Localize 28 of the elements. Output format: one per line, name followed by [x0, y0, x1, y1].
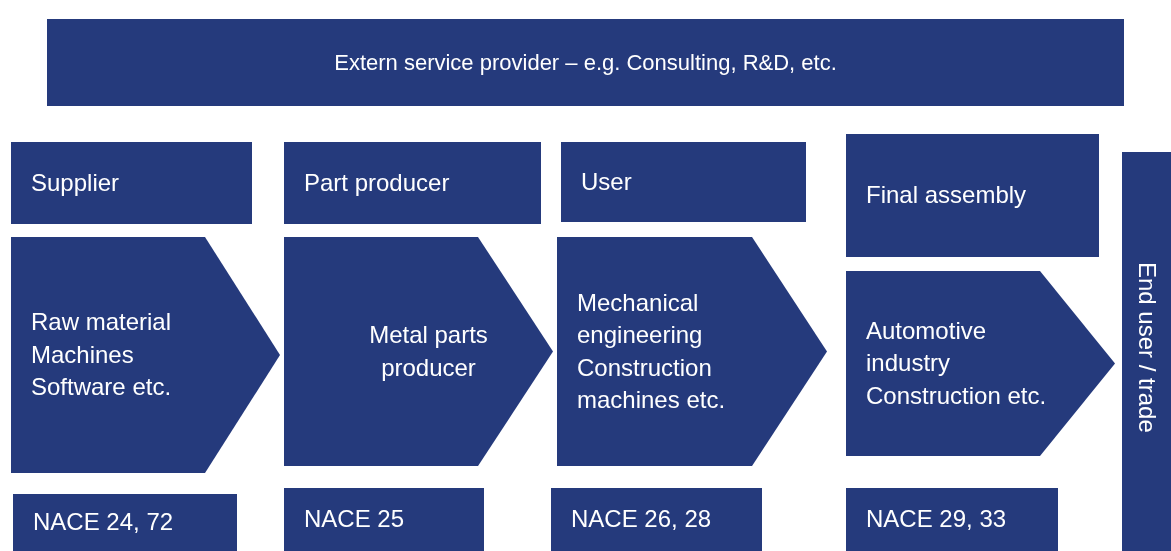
box-label: Raw material Machines Software etc. [31, 307, 173, 403]
banner-box [47, 19, 1124, 106]
box-label: NACE 25 [304, 504, 405, 535]
label-box [11, 142, 252, 224]
box-label: User [581, 166, 632, 197]
box-label: NACE 29, 33 [866, 504, 1007, 535]
box-label: Final assembly [866, 180, 1027, 211]
chevron-arrow-shape [11, 237, 280, 473]
label-box [284, 142, 541, 224]
box-label: Metal parts producer [368, 320, 489, 383]
vertical-label: End user / trade [1132, 262, 1162, 433]
label-box [13, 494, 237, 551]
box-label: Extern service provider – e.g. Consulting, R&D, etc. [334, 48, 837, 77]
label-box [846, 134, 1099, 257]
vertical-bar [1122, 152, 1171, 551]
label-box [284, 488, 484, 551]
label-box [561, 142, 806, 222]
chevron-arrow-shape [557, 237, 827, 466]
box-label: Mechanical engineering Construction machines etc. [577, 287, 727, 415]
box-label: NACE 26, 28 [571, 504, 712, 535]
label-box [846, 488, 1058, 551]
box-label: Automotive industry Construction etc. [866, 315, 1048, 411]
box-label: NACE 24, 72 [33, 507, 174, 538]
box-label: Part producer [304, 167, 450, 198]
box-label: Supplier [31, 167, 120, 198]
chevron-arrow-shape [846, 271, 1115, 456]
label-box [551, 488, 762, 551]
chevron-arrow-shape [284, 237, 553, 466]
